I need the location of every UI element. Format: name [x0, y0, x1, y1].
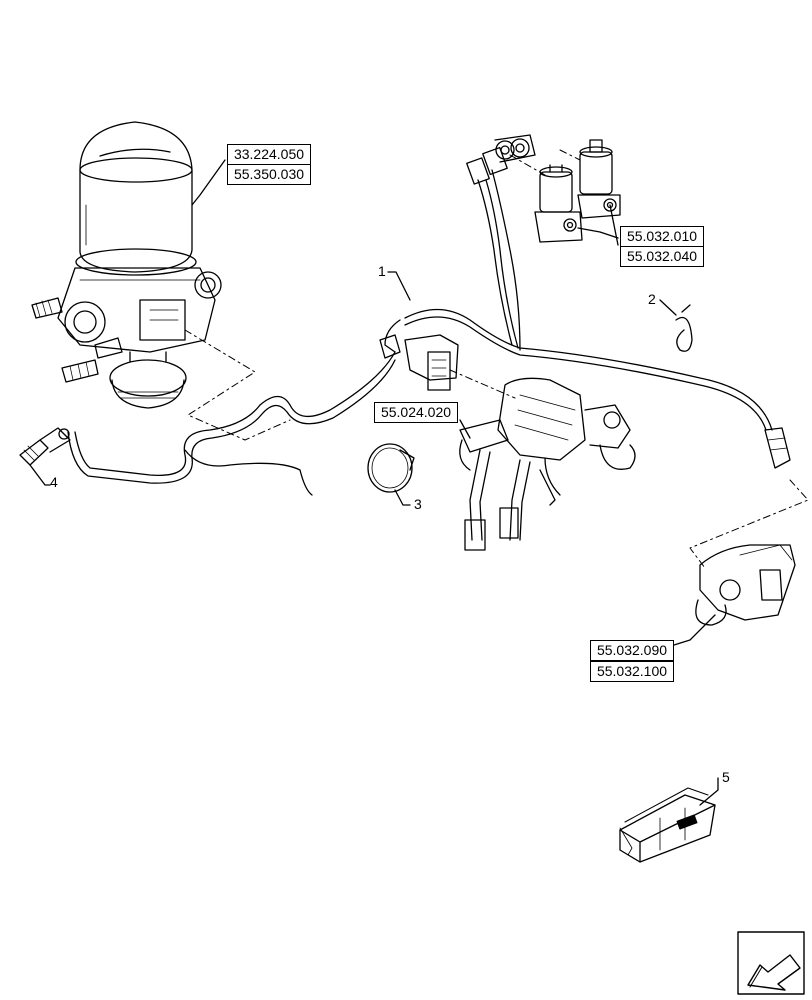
- leader-item-1: [387, 271, 411, 301]
- leader-item-4: [29, 464, 51, 486]
- callout-item-5: 5: [722, 769, 730, 785]
- center-connector: [379, 334, 459, 391]
- leader-item-2: [659, 299, 677, 316]
- leader-sensor: [459, 419, 471, 439]
- arrow-left-down-icon[interactable]: [737, 931, 805, 995]
- ref-air-dryer-1[interactable]: 33.224.050: [227, 144, 311, 165]
- callout-item-4: 4: [50, 474, 58, 490]
- leader-trailer-valve: [673, 614, 716, 646]
- leader-item-5: [699, 777, 719, 806]
- leader-item-3: [394, 489, 411, 506]
- modulator-assembly: [459, 377, 636, 551]
- cable-tie: [675, 304, 693, 352]
- cable-clamp: [367, 443, 415, 493]
- leader-valves-2: [609, 204, 619, 246]
- air-dryer-assembly: [31, 121, 222, 409]
- right-connector: [764, 427, 791, 469]
- leader-air-dryer: [191, 159, 226, 206]
- callout-item-1: 1: [378, 263, 386, 279]
- pressure-switch: [19, 427, 71, 466]
- ref-trailer-1[interactable]: 55.032.090: [590, 640, 674, 661]
- dashed-center-lines: [184, 149, 809, 569]
- solenoid-valves: [534, 139, 621, 243]
- callout-item-3: 3: [414, 496, 422, 512]
- shipping-crate: [619, 787, 716, 863]
- leader-valves: [577, 227, 619, 239]
- ref-valve-2[interactable]: 55.032.040: [620, 246, 704, 267]
- ref-trailer-2[interactable]: 55.032.100: [590, 661, 674, 682]
- callout-item-2: 2: [648, 291, 656, 307]
- trailer-valve: [695, 544, 796, 626]
- ref-sensor[interactable]: 55.024.020: [374, 402, 458, 423]
- main-wiring-harness: [67, 169, 773, 496]
- ref-valve-1[interactable]: 55.032.010: [620, 226, 704, 247]
- ref-air-dryer-2[interactable]: 55.350.030: [227, 164, 311, 185]
- top-connectors: [466, 134, 536, 185]
